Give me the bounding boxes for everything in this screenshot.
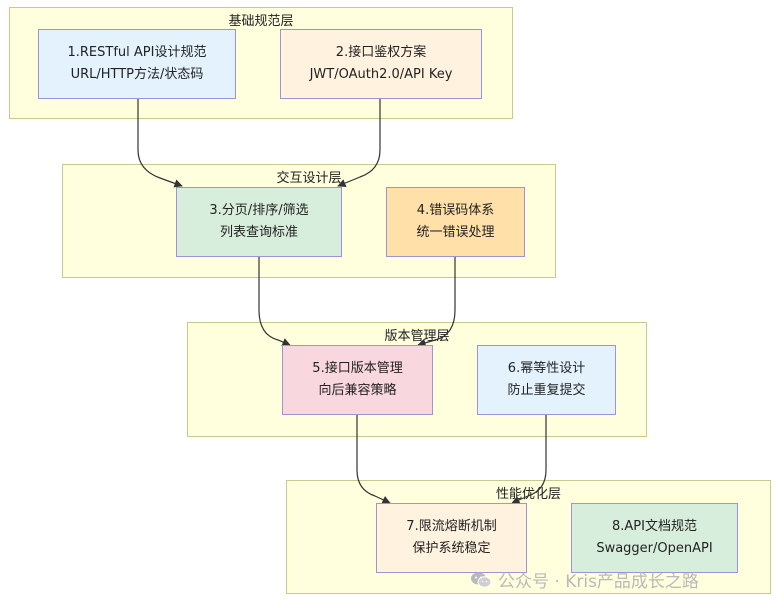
node-line1: 7.限流熔断机制 xyxy=(406,519,497,534)
node-line2: 列表查询标准 xyxy=(219,225,298,240)
node-line1: 5.接口版本管理 xyxy=(312,361,403,376)
node-line1: 1.RESTful API设计规范 xyxy=(67,45,207,60)
node-line1: 6.幂等性设计 xyxy=(507,361,586,376)
node-line1: 3.分页/排序/筛选 xyxy=(209,203,309,218)
watermark-text: 公众号 · Kris产品成长之路 xyxy=(498,572,699,592)
node-line2: 防止重复提交 xyxy=(507,383,586,398)
layer-title: 交互设计层 xyxy=(276,171,342,186)
wechat-icon xyxy=(470,571,492,589)
layer-title: 性能优化层 xyxy=(495,487,561,502)
node-api-docs: 8.API文档规范 Swagger/OpenAPI xyxy=(571,503,738,573)
node-line2: 保护系统稳定 xyxy=(412,541,491,556)
node-line2: 向后兼容策略 xyxy=(318,383,397,398)
node-versioning: 5.接口版本管理 向后兼容策略 xyxy=(282,345,433,415)
node-idempotency: 6.幂等性设计 防止重复提交 xyxy=(477,345,616,415)
node-line2: Swagger/OpenAPI xyxy=(596,541,713,556)
node-auth-scheme: 2.接口鉴权方案 JWT/OAuth2.0/API Key xyxy=(280,29,482,99)
node-rate-limiting: 7.限流熔断机制 保护系统稳定 xyxy=(376,503,527,573)
node-line2: URL/HTTP方法/状态码 xyxy=(70,67,204,82)
node-pagination: 3.分页/排序/筛选 列表查询标准 xyxy=(176,187,342,257)
watermark: 公众号 · Kris产品成长之路 xyxy=(470,567,699,592)
layer-title: 基础规范层 xyxy=(228,14,294,29)
node-line1: 4.错误码体系 xyxy=(416,203,495,218)
layer-title: 版本管理层 xyxy=(384,329,450,344)
node-line2: 统一错误处理 xyxy=(416,225,495,240)
node-restful-api-spec: 1.RESTful API设计规范 URL/HTTP方法/状态码 xyxy=(38,29,236,99)
node-line1: 8.API文档规范 xyxy=(612,519,697,534)
node-line1: 2.接口鉴权方案 xyxy=(335,45,427,60)
node-line2: JWT/OAuth2.0/API Key xyxy=(309,67,453,82)
node-error-codes: 4.错误码体系 统一错误处理 xyxy=(386,187,525,257)
